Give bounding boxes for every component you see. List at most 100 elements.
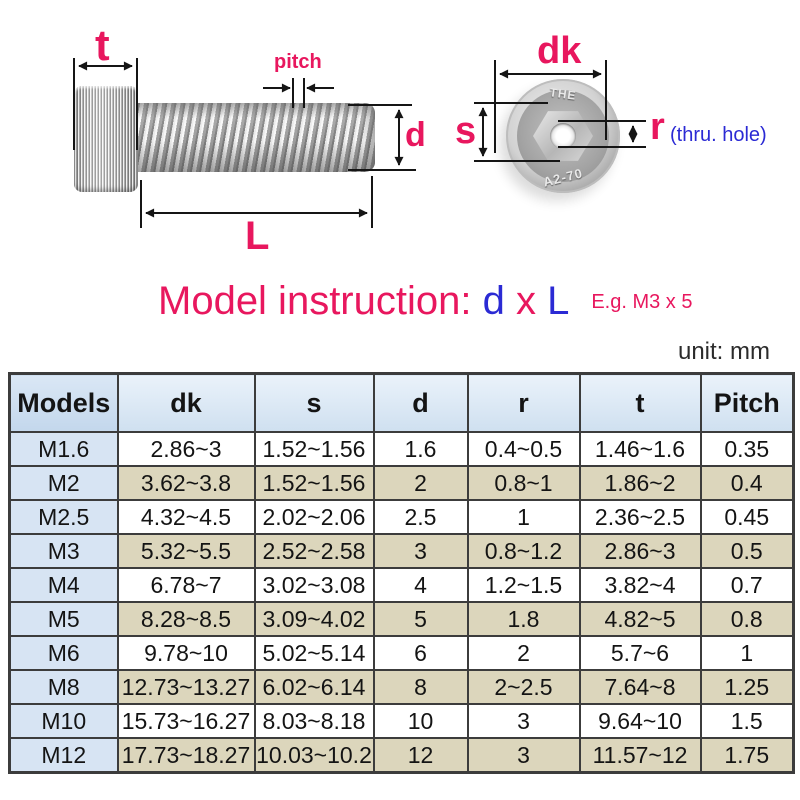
- dim-label-pitch: pitch: [274, 51, 322, 73]
- value-cell: 1.2~1.5: [466, 567, 581, 603]
- value-cell: 5.32~5.5: [116, 533, 256, 569]
- value-cell: 0.5: [699, 533, 795, 569]
- value-cell: 2.52~2.58: [253, 533, 375, 569]
- header-r: r: [466, 372, 581, 433]
- value-cell: 11.57~12: [578, 737, 702, 774]
- dim-label-s: s: [455, 110, 477, 152]
- dim-label-d: d: [405, 116, 426, 154]
- model-cell: M2: [8, 465, 119, 501]
- header-s: s: [253, 372, 375, 433]
- value-cell: 4.82~5: [578, 601, 702, 637]
- value-cell: 2.86~3: [116, 431, 256, 467]
- value-cell: 17.73~18.27: [116, 737, 256, 774]
- value-cell: 12: [372, 737, 469, 774]
- model-cell: M10: [8, 703, 119, 739]
- header-dk: dk: [116, 372, 256, 433]
- value-cell: 9.64~10: [578, 703, 702, 739]
- value-cell: 10.03~10.2: [253, 737, 375, 774]
- screw-threaded-shaft: [138, 103, 375, 172]
- value-cell: 2.86~3: [578, 533, 702, 569]
- value-cell: 1.52~1.56: [253, 465, 375, 501]
- value-cell: 2.5: [372, 499, 469, 535]
- through-hole: [550, 123, 576, 149]
- value-cell: 3: [466, 703, 581, 739]
- dim-label-dk: dk: [537, 30, 582, 72]
- value-cell: 3: [466, 737, 581, 774]
- value-cell: 1.46~1.6: [578, 431, 702, 467]
- value-cell: 6.02~6.14: [253, 669, 375, 705]
- value-cell: 1.6: [372, 431, 469, 467]
- value-cell: 2~2.5: [466, 669, 581, 705]
- value-cell: 1.52~1.56: [253, 431, 375, 467]
- value-cell: 0.4~0.5: [466, 431, 581, 467]
- value-cell: 2: [372, 465, 469, 501]
- value-cell: 0.8~1.2: [466, 533, 581, 569]
- value-cell: 10: [372, 703, 469, 739]
- model-cell: M6: [8, 635, 119, 671]
- header-t: t: [578, 372, 702, 433]
- instruction-prefix: Model instruction:: [158, 279, 483, 323]
- screw-head-top-view: THE A2-70: [506, 79, 620, 193]
- value-cell: 1: [466, 499, 581, 535]
- unit-label: unit: mm: [677, 338, 770, 365]
- dim-label-L: L: [245, 214, 270, 258]
- value-cell: 0.35: [699, 431, 795, 467]
- value-cell: 4.32~4.5: [116, 499, 256, 535]
- value-cell: 1.25: [699, 669, 795, 705]
- value-cell: 8: [372, 669, 469, 705]
- value-cell: 0.8~1: [466, 465, 581, 501]
- value-cell: 15.73~16.27: [116, 703, 256, 739]
- value-cell: 2.02~2.06: [253, 499, 375, 535]
- value-cell: 1.75: [699, 737, 795, 774]
- header-models: Models: [8, 372, 119, 433]
- value-cell: 6.78~7: [116, 567, 256, 603]
- value-cell: 3.82~4: [578, 567, 702, 603]
- instruction-x: x: [504, 279, 548, 323]
- header-pitch: Pitch: [699, 372, 795, 433]
- value-cell: 7.64~8: [578, 669, 702, 705]
- dim-label-r: r: [650, 106, 665, 148]
- value-cell: 6: [372, 635, 469, 671]
- table-header-row: Models dk s d r t Pitch: [8, 372, 795, 433]
- value-cell: 8.28~8.5: [116, 601, 256, 637]
- value-cell: 2.36~2.5: [578, 499, 702, 535]
- value-cell: 5: [372, 601, 469, 637]
- model-cell: M3: [8, 533, 119, 569]
- value-cell: 3.09~4.02: [253, 601, 375, 637]
- screw-head-side-view: [74, 86, 138, 192]
- value-cell: 12.73~13.27: [116, 669, 256, 705]
- header-d: d: [372, 372, 469, 433]
- value-cell: 0.7: [699, 567, 795, 603]
- instruction-L: L: [547, 279, 570, 323]
- value-cell: 0.4: [699, 465, 795, 501]
- model-cell: M1.6: [8, 431, 119, 467]
- value-cell: 3: [372, 533, 469, 569]
- value-cell: 2: [466, 635, 581, 671]
- model-cell: M12: [8, 737, 119, 774]
- model-cell: M2.5: [8, 499, 119, 535]
- value-cell: 3.02~3.08: [253, 567, 375, 603]
- value-cell: 5.7~6: [578, 635, 702, 671]
- value-cell: 9.78~10: [116, 635, 256, 671]
- instruction-d: d: [482, 279, 505, 323]
- dim-label-t: t: [95, 21, 110, 70]
- dimension-lines: [73, 58, 646, 228]
- value-cell: 1.86~2: [578, 465, 702, 501]
- value-cell: 0.45: [699, 499, 795, 535]
- value-cell: 3.62~3.8: [116, 465, 256, 501]
- value-cell: 8.03~8.18: [253, 703, 375, 739]
- model-cell: M5: [8, 601, 119, 637]
